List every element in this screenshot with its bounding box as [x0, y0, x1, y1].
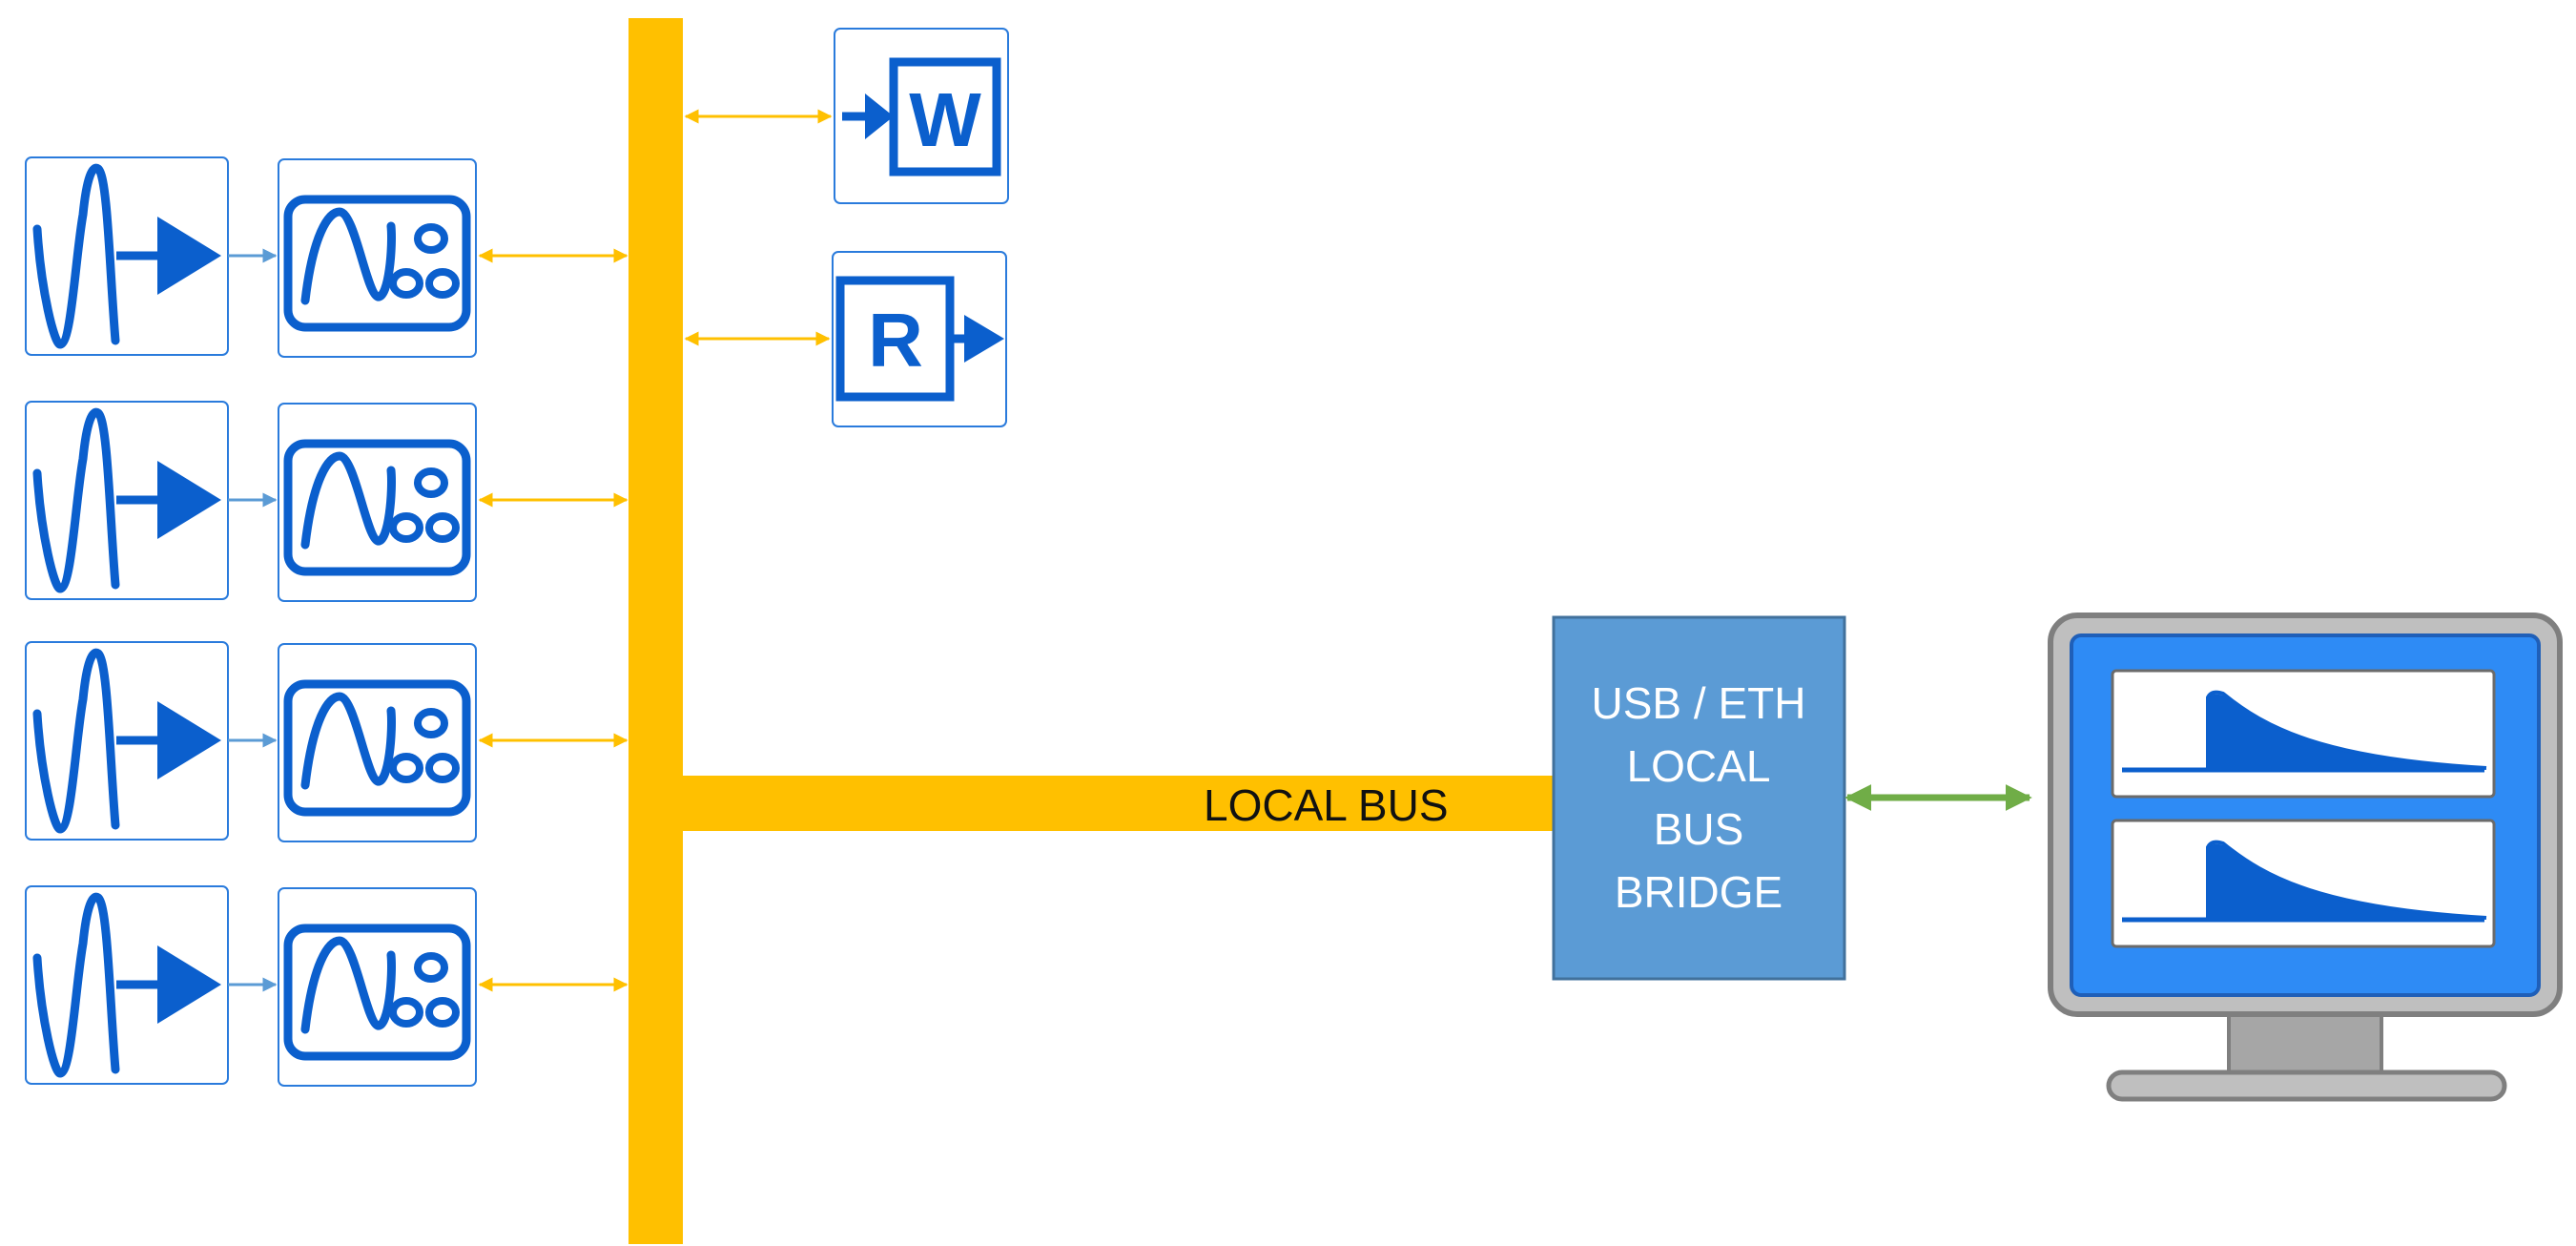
- read-module-letter: R: [868, 298, 923, 383]
- local-bus-label: LOCAL BUS: [1204, 780, 1449, 830]
- bridge-line: LOCAL: [1627, 741, 1771, 791]
- read-module[interactable]: R: [832, 251, 1007, 427]
- channel-row: [26, 886, 629, 1086]
- local-bus-bridge[interactable]: USB / ETH LOCAL BUS BRIDGE: [1552, 615, 1846, 981]
- digitizer-icon[interactable]: [278, 888, 476, 1086]
- sine-source-icon[interactable]: [26, 642, 228, 840]
- channel-row: [26, 402, 629, 601]
- sine-source-icon[interactable]: [26, 157, 228, 355]
- pulse-plot-icon: [2112, 671, 2494, 797]
- monitor-icon[interactable]: [2048, 613, 2563, 1102]
- bridge-line: BRIDGE: [1615, 867, 1783, 917]
- read-module-icon: [835, 276, 1004, 402]
- sine-source-icon[interactable]: [26, 402, 228, 599]
- bridge-line: USB / ETH: [1592, 678, 1806, 728]
- write-module-icon: [842, 57, 1001, 177]
- channel-row: [26, 642, 629, 841]
- channel-row: [26, 157, 629, 357]
- digitizer-icon[interactable]: [278, 159, 476, 357]
- digitizer-icon[interactable]: [278, 644, 476, 841]
- bridge-line: BUS: [1654, 804, 1744, 854]
- digitizer-icon[interactable]: [278, 404, 476, 601]
- local-bus-vertical: [629, 18, 683, 1244]
- write-module-letter: W: [909, 77, 981, 162]
- local-bus-horizontal: [629, 776, 1555, 831]
- sine-source-icon[interactable]: [26, 886, 228, 1084]
- pulse-plot-icon: [2112, 820, 2494, 946]
- write-module[interactable]: W: [834, 28, 1009, 204]
